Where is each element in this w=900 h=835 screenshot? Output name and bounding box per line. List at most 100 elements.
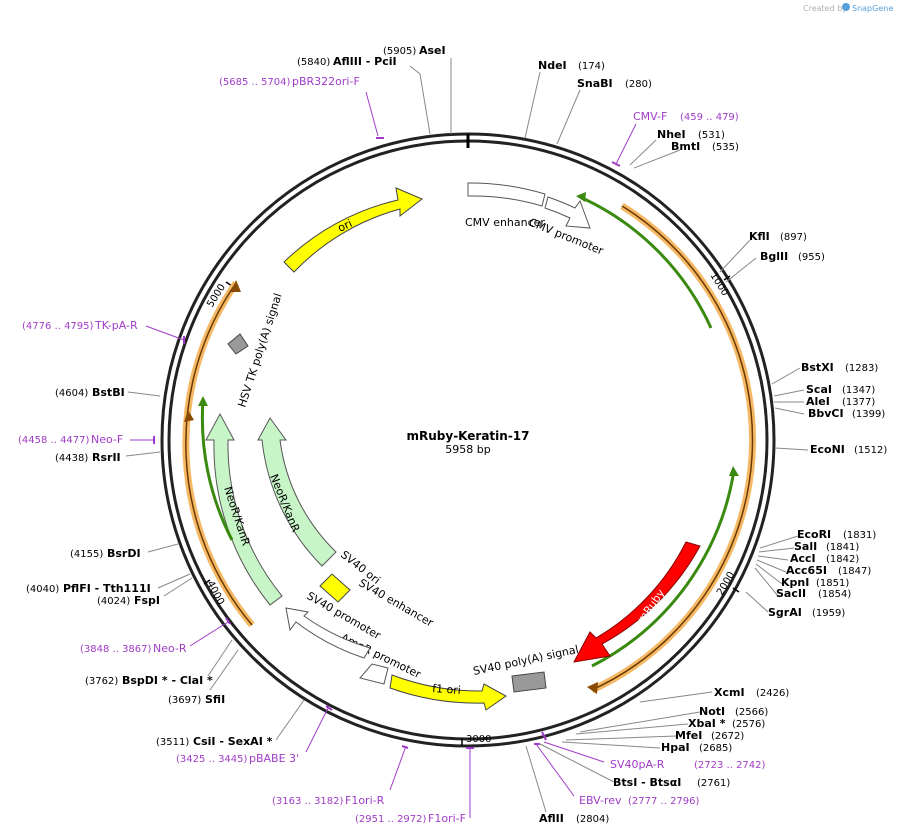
site-bspdi-name[interactable]: BspDI * - ClaI *: [122, 674, 213, 687]
site-pflfi-name[interactable]: PflFI - Tth111I: [63, 582, 151, 595]
site-bstxi-name[interactable]: BstXI: [801, 361, 834, 374]
site-kpni[interactable]: KpnI (1851): [781, 576, 849, 589]
hsv-tk-polya-box[interactable]: [227, 333, 249, 355]
cmv-promoter-arrow[interactable]: [544, 196, 591, 229]
primer-tk-pa-r-name[interactable]: TK-pA-R: [94, 319, 138, 332]
site-bstbi-name[interactable]: BstBI: [92, 386, 125, 399]
site-bstxi[interactable]: BstXI (1283): [801, 361, 878, 374]
sv40-promoter-arrow[interactable]: [285, 607, 371, 659]
site-snabi[interactable]: SnaBI (280): [577, 77, 652, 90]
feature-ori[interactable]: ori: [283, 187, 423, 273]
primer-ebv-rev-name[interactable]: EBV-rev: [579, 794, 622, 807]
neor-inner-arrow[interactable]: [257, 417, 337, 567]
primer-pbabe-3[interactable]: (3425 .. 3445) pBABE 3': [176, 752, 299, 765]
site-sacii[interactable]: SacII (1854): [776, 587, 851, 600]
site-econi-name[interactable]: EcoNI: [810, 443, 845, 456]
f1-ori-arrow[interactable]: [389, 674, 507, 711]
ori-arrow[interactable]: [283, 187, 423, 273]
feature-sv40-polya[interactable]: SV40 poly(A) signal: [472, 643, 580, 693]
site-xcmi-name[interactable]: XcmI: [714, 686, 745, 699]
primer-tk-pa-r[interactable]: (4776 .. 4795) TK-pA-R: [22, 319, 138, 332]
site-nhei-name[interactable]: NheI: [657, 128, 686, 141]
site-snabi-name[interactable]: SnaBI: [577, 77, 613, 90]
site-ndei-name[interactable]: NdeI: [538, 59, 567, 72]
feature-neor-kanr-inner[interactable]: NeoR/KanR: [257, 417, 337, 567]
site-fspi[interactable]: (4024) FspI: [97, 594, 160, 607]
site-csii[interactable]: (3511) CsiI - SexAI *: [156, 735, 273, 748]
site-bspdi[interactable]: (3762) BspDI * - ClaI *: [85, 674, 213, 687]
primer-sv40pa-r[interactable]: SV40pA-R (2723 .. 2742): [610, 758, 766, 771]
primer-f1ori-r-name[interactable]: F1ori-R: [345, 794, 385, 807]
site-ecori[interactable]: EcoRI (1831): [797, 528, 876, 541]
feature-mruby-orf[interactable]: [576, 192, 756, 694]
neor-outer-arrow[interactable]: [205, 412, 283, 606]
cmv-enhancer-arrow[interactable]: [467, 182, 546, 207]
feature-cmv-promoter[interactable]: CMV promoter: [527, 196, 606, 258]
primer-f1ori-r[interactable]: (3163 .. 3182) F1ori-R: [272, 794, 385, 807]
site-mfei-name[interactable]: MfeI: [675, 729, 702, 742]
site-alei-name[interactable]: AleI: [806, 395, 830, 408]
site-sgrai-name[interactable]: SgrAI: [768, 606, 802, 619]
site-sfii[interactable]: (3697) SfiI: [168, 693, 225, 706]
site-noti-name[interactable]: NotI: [699, 705, 725, 718]
site-ndei[interactable]: NdeI (174): [538, 59, 605, 72]
site-kfli-name[interactable]: KflI: [749, 230, 770, 243]
site-btsi-name[interactable]: BtsI - BtsαI: [613, 776, 681, 789]
primer-f1ori-f-name[interactable]: F1ori-F: [428, 812, 466, 825]
site-kfli[interactable]: KflI (897): [749, 230, 807, 243]
primer-neo-f[interactable]: (4458 .. 4477) Neo-F: [18, 433, 123, 446]
site-acc65i[interactable]: Acc65I (1847): [786, 564, 871, 577]
site-acci-name[interactable]: AccI: [790, 552, 816, 565]
site-bmti[interactable]: BmtI (535): [671, 140, 739, 153]
site-aflii[interactable]: AflII (2804): [539, 812, 609, 825]
site-csii-name[interactable]: CsiI - SexAI *: [193, 735, 273, 748]
site-acci[interactable]: AccI (1842): [790, 552, 859, 565]
site-aflii-name[interactable]: AflII: [539, 812, 564, 825]
site-econi[interactable]: EcoNI (1512): [810, 443, 887, 456]
ampr-promoter-arrow[interactable]: [359, 663, 389, 685]
primer-pbabe-3-name[interactable]: pBABE 3': [249, 752, 299, 765]
site-pflfi[interactable]: (4040) PflFI - Tth111I: [26, 582, 151, 595]
site-xcmi[interactable]: XcmI (2426): [714, 686, 789, 699]
mruby-arrow[interactable]: [573, 541, 701, 663]
site-sfii-name[interactable]: SfiI: [205, 693, 225, 706]
site-nhei[interactable]: NheI (531): [657, 128, 725, 141]
primer-pbr322ori-f-name[interactable]: pBR322ori-F: [292, 75, 360, 88]
primer-pbr322ori-f[interactable]: (5685 .. 5704) pBR322ori-F: [219, 75, 360, 88]
site-asei-name[interactable]: AseI: [419, 44, 446, 57]
sv40-ori-box[interactable]: [319, 573, 351, 603]
site-hpai[interactable]: HpaI (2685): [661, 741, 732, 754]
primer-neo-r-name[interactable]: Neo-R: [153, 642, 187, 655]
site-sgrai[interactable]: SgrAI (1959): [768, 606, 845, 619]
primer-neo-r[interactable]: (3848 .. 3867) Neo-R: [80, 642, 187, 655]
primer-f1ori-f[interactable]: (2951 .. 2972) F1ori-F: [355, 812, 466, 825]
site-bstbi[interactable]: (4604) BstBI: [55, 386, 125, 399]
feature-cmv-enhancer[interactable]: CMV enhancer: [465, 182, 546, 229]
site-rsrii-name[interactable]: RsrII: [92, 451, 121, 464]
site-bglii-name[interactable]: BglII: [760, 250, 788, 263]
site-bsrdi[interactable]: (4155) BsrDI: [70, 547, 141, 560]
site-afliii-pcii[interactable]: (5840) AflIII - PciI: [297, 55, 397, 68]
site-sali-name[interactable]: SalI: [794, 540, 817, 553]
site-xbai-name[interactable]: XbaI *: [688, 717, 726, 730]
primer-neo-f-name[interactable]: Neo-F: [91, 433, 123, 446]
site-scai[interactable]: ScaI (1347): [806, 383, 875, 396]
site-rsrii[interactable]: (4438) RsrII: [55, 451, 121, 464]
site-noti[interactable]: NotI (2566): [699, 705, 768, 718]
site-bbvci[interactable]: BbvCI (1399): [808, 407, 885, 420]
site-asei[interactable]: (5905) AseI: [383, 44, 446, 57]
site-sali[interactable]: SalI (1841): [794, 540, 859, 553]
feature-mruby[interactable]: mRuby: [573, 541, 701, 663]
site-btsi[interactable]: BtsI - BtsαI (2761): [613, 776, 730, 789]
site-xbai[interactable]: XbaI * (2576): [688, 717, 765, 730]
feature-f1-ori[interactable]: f1 ori: [389, 674, 507, 711]
site-hpai-name[interactable]: HpaI: [661, 741, 690, 754]
primer-ebv-rev[interactable]: EBV-rev (2777 .. 2796): [579, 794, 700, 807]
feature-hsv-tk-polya[interactable]: HSV TK poly(A) signal: [227, 292, 285, 409]
site-kpni-name[interactable]: KpnI: [781, 576, 809, 589]
primer-sv40pa-r-name[interactable]: SV40pA-R: [610, 758, 665, 771]
site-sacii-name[interactable]: SacII: [776, 587, 806, 600]
site-alei[interactable]: AleI (1377): [806, 395, 875, 408]
feature-ampr-promoter[interactable]: AmpR promoter: [339, 631, 424, 685]
site-mfei[interactable]: MfeI (2672): [675, 729, 744, 742]
